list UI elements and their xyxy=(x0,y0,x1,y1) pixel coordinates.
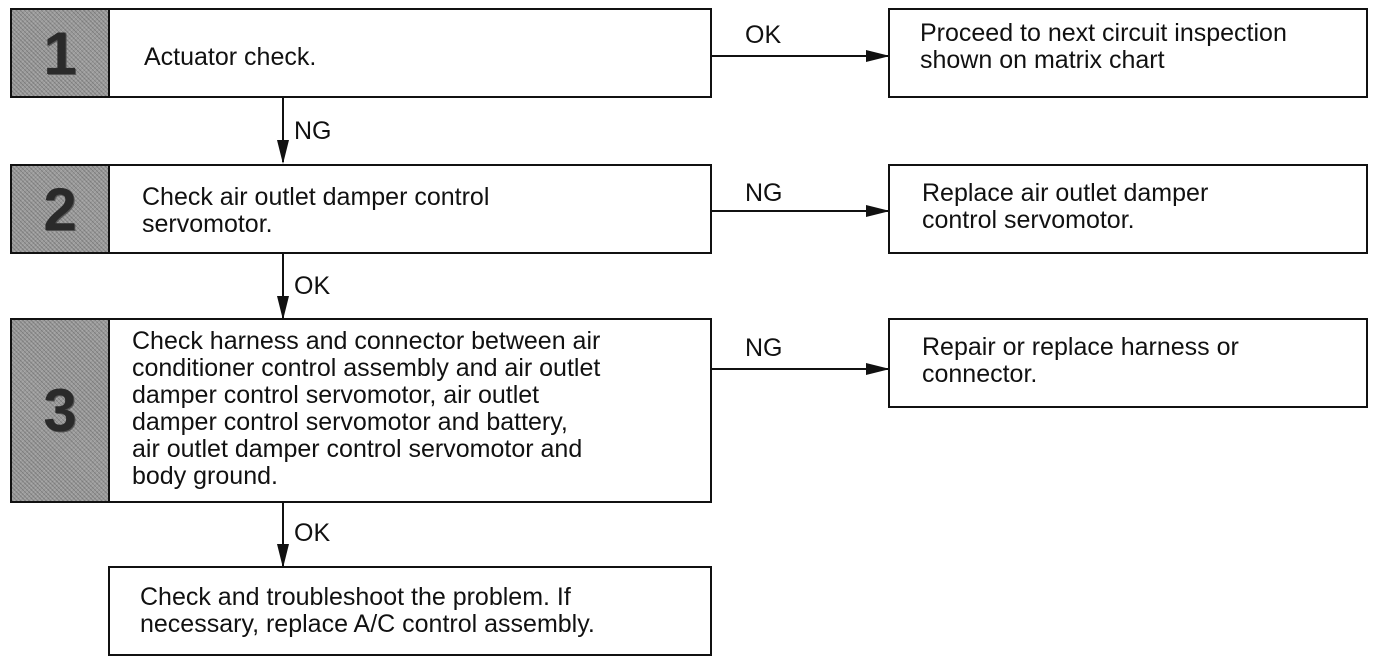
result-2-text: Replace air outlet damper control servom… xyxy=(922,179,1209,234)
result-3-box: Repair or replace harness or connector. xyxy=(888,318,1368,408)
step-1-number: 1 xyxy=(10,8,110,98)
label-step3-ng: NG xyxy=(745,334,783,362)
step-1-text: Actuator check. xyxy=(144,43,317,71)
step-2-box: Check air outlet damper control servomot… xyxy=(108,164,712,254)
result-2-box: Replace air outlet damper control servom… xyxy=(888,164,1368,254)
step-1-box: Actuator check. xyxy=(108,8,712,98)
step-3-box: Check harness and connector between air … xyxy=(108,318,712,503)
label-step2-ng: NG xyxy=(745,179,783,207)
result-1-box: Proceed to next circuit inspection shown… xyxy=(888,8,1368,98)
step-2-text: Check air outlet damper control servomot… xyxy=(142,183,490,238)
step-3-number: 3 xyxy=(10,318,110,503)
step-2-number: 2 xyxy=(10,164,110,254)
result-1-text: Proceed to next circuit inspection shown… xyxy=(920,19,1287,74)
final-step-box: Check and troubleshoot the problem. If n… xyxy=(108,566,712,656)
final-step-text: Check and troubleshoot the problem. If n… xyxy=(140,583,595,638)
label-step1-ok: OK xyxy=(745,21,782,49)
label-step2-ok: OK xyxy=(294,272,331,300)
step-3-text: Check harness and connector between air … xyxy=(132,327,601,490)
label-step1-ng: NG xyxy=(294,117,332,145)
label-step3-ok: OK xyxy=(294,519,331,547)
result-3-text: Repair or replace harness or connector. xyxy=(922,333,1239,388)
